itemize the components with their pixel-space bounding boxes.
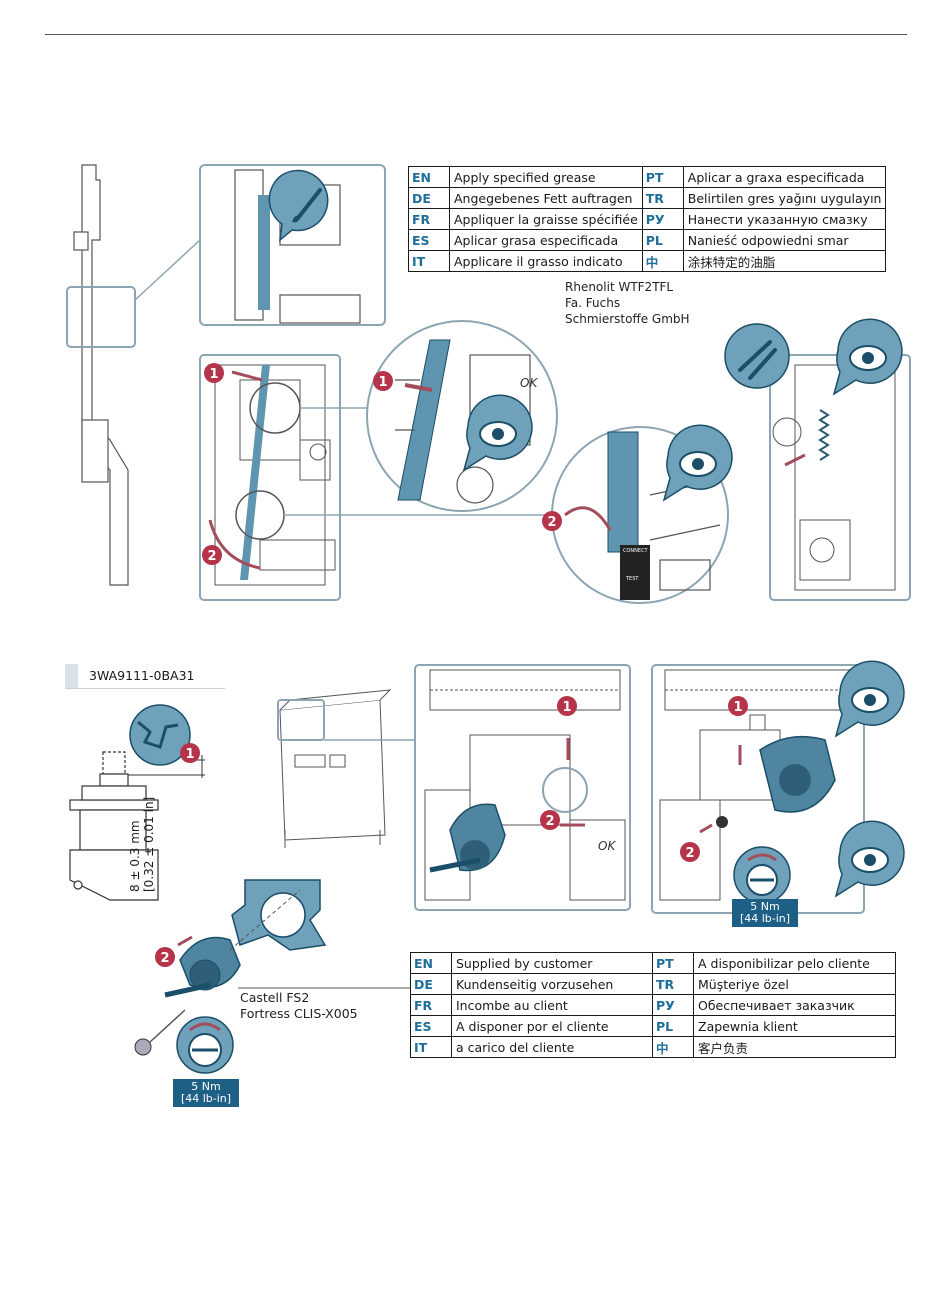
step-badge-1: 1: [204, 363, 224, 383]
part-number-label: 3WA9111-0BA31: [65, 664, 225, 689]
svg-text:2: 2: [685, 846, 694, 861]
grease-step-badges: 1 2 1 2 OK CONNECT TEST: [202, 363, 649, 582]
svg-text:2: 2: [545, 814, 554, 829]
grease-brush-icon: [268, 169, 329, 242]
lock-model-note: Castell FS2 Fortress CLIS-X005: [240, 990, 358, 1021]
grease-illustration: [66, 164, 911, 604]
step-badge-2: 2: [680, 842, 700, 862]
ok-label: OK: [520, 376, 538, 390]
part-number-bar: [65, 664, 78, 688]
torque-label: 5 Nm [44 lb-in]: [732, 899, 798, 927]
pliers-icon: [724, 323, 790, 389]
step-badge-1: 1: [557, 696, 577, 716]
detail-marker: [66, 286, 136, 348]
svg-text:1: 1: [562, 700, 571, 715]
cylinder-zoom-icon: [129, 704, 191, 766]
svg-text:2: 2: [207, 549, 216, 564]
eye-icon: [835, 660, 905, 737]
svg-text:2: 2: [547, 515, 556, 530]
zoom-circle-1: [366, 320, 558, 512]
dimension-label: 8 ± 0.3 mm [0.32 ± 0.01 in]: [128, 796, 156, 892]
svg-text:2: 2: [160, 951, 169, 966]
interlock-slide-part: [73, 164, 129, 586]
test-label: TEST: [625, 576, 639, 582]
install-frame-1: [414, 664, 631, 911]
screw-zoom-icon: [733, 846, 791, 904]
step-badge-2: 2: [540, 810, 560, 830]
svg-text:1: 1: [733, 700, 742, 715]
step-badge-1: 1: [373, 371, 393, 391]
ok-label: OK: [598, 839, 616, 853]
torque-label: 5 Nm [44 lb-in]: [173, 1079, 239, 1107]
install-frame-2: [651, 664, 865, 914]
grease-spec-note: Rhenolit WTF2TFL Fa. Fuchs Schmierstoffe…: [565, 280, 690, 326]
svg-text:1: 1: [185, 747, 194, 762]
header-rule: [45, 34, 907, 35]
lock-exploded-view: [134, 879, 327, 1056]
step-badge-2: 2: [202, 545, 222, 565]
connect-label: CONNECT: [623, 548, 649, 554]
screw-zoom-icon: [176, 1016, 234, 1074]
eye-icon: [835, 820, 905, 897]
breaker-overview: [279, 689, 392, 848]
svg-text:1: 1: [378, 375, 387, 390]
svg-text:1: 1: [209, 367, 218, 382]
step-badge-1: 1: [180, 743, 200, 763]
mechanism-frame: [199, 354, 341, 601]
step-badge-2: 2: [542, 511, 562, 531]
step-badge-2: 2: [155, 947, 175, 967]
step-badge-1: 1: [728, 696, 748, 716]
